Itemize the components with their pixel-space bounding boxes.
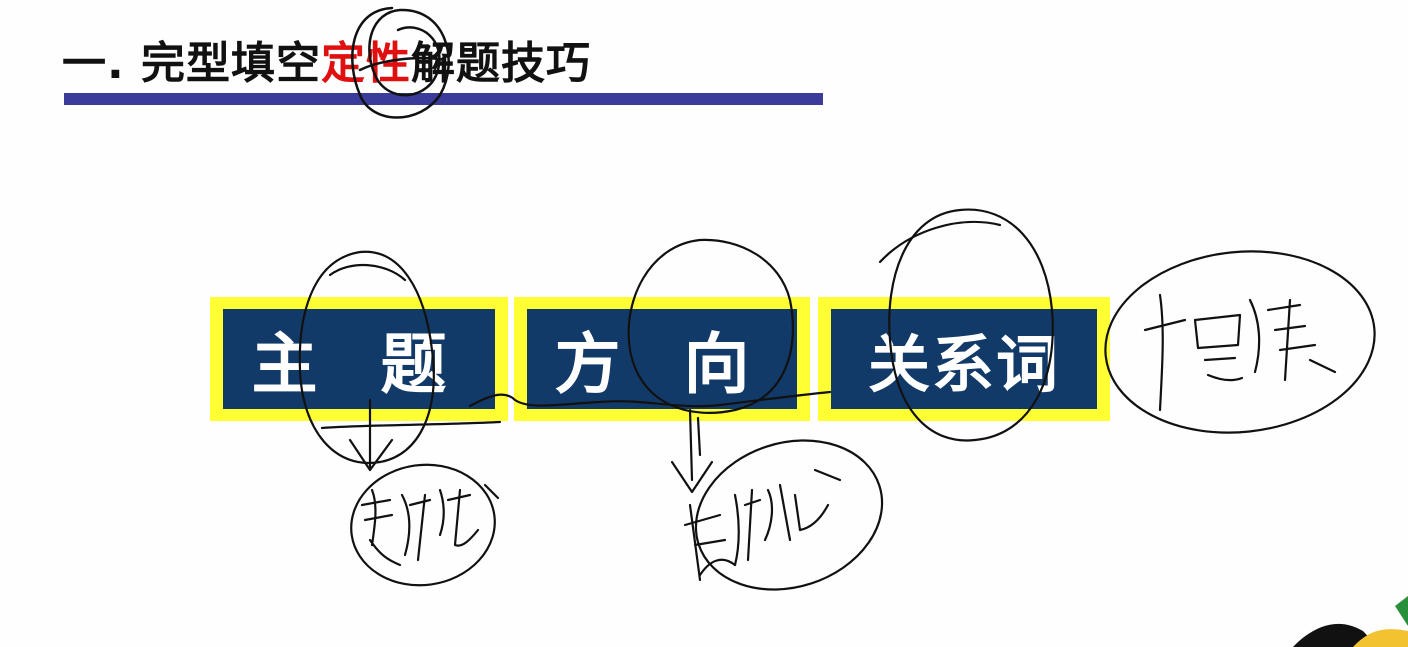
keyword-box-direction: 方 向 [514,297,810,421]
title-prefix: 一. 完型填空 [62,38,322,89]
keyword-box-relation-words: 关系词 [818,297,1110,421]
slide-title: 一. 完型填空定性解题技巧 [62,28,591,90]
corner-decoration [1293,596,1408,647]
ink-note-what [350,463,500,587]
keyword-box-topic-label: 主 题 [223,309,495,409]
keyword-box-relation-words-label: 关系词 [831,309,1097,409]
keyword-box-topic: 主 题 [210,297,508,421]
keyword-box-direction-label: 方 向 [527,309,797,409]
ink-note-how [683,439,884,591]
title-highlight: 定性 [321,38,412,89]
title-underline-rule [64,93,823,105]
ink-note-logic [1104,250,1376,434]
title-suffix: 解题技巧 [411,38,592,89]
